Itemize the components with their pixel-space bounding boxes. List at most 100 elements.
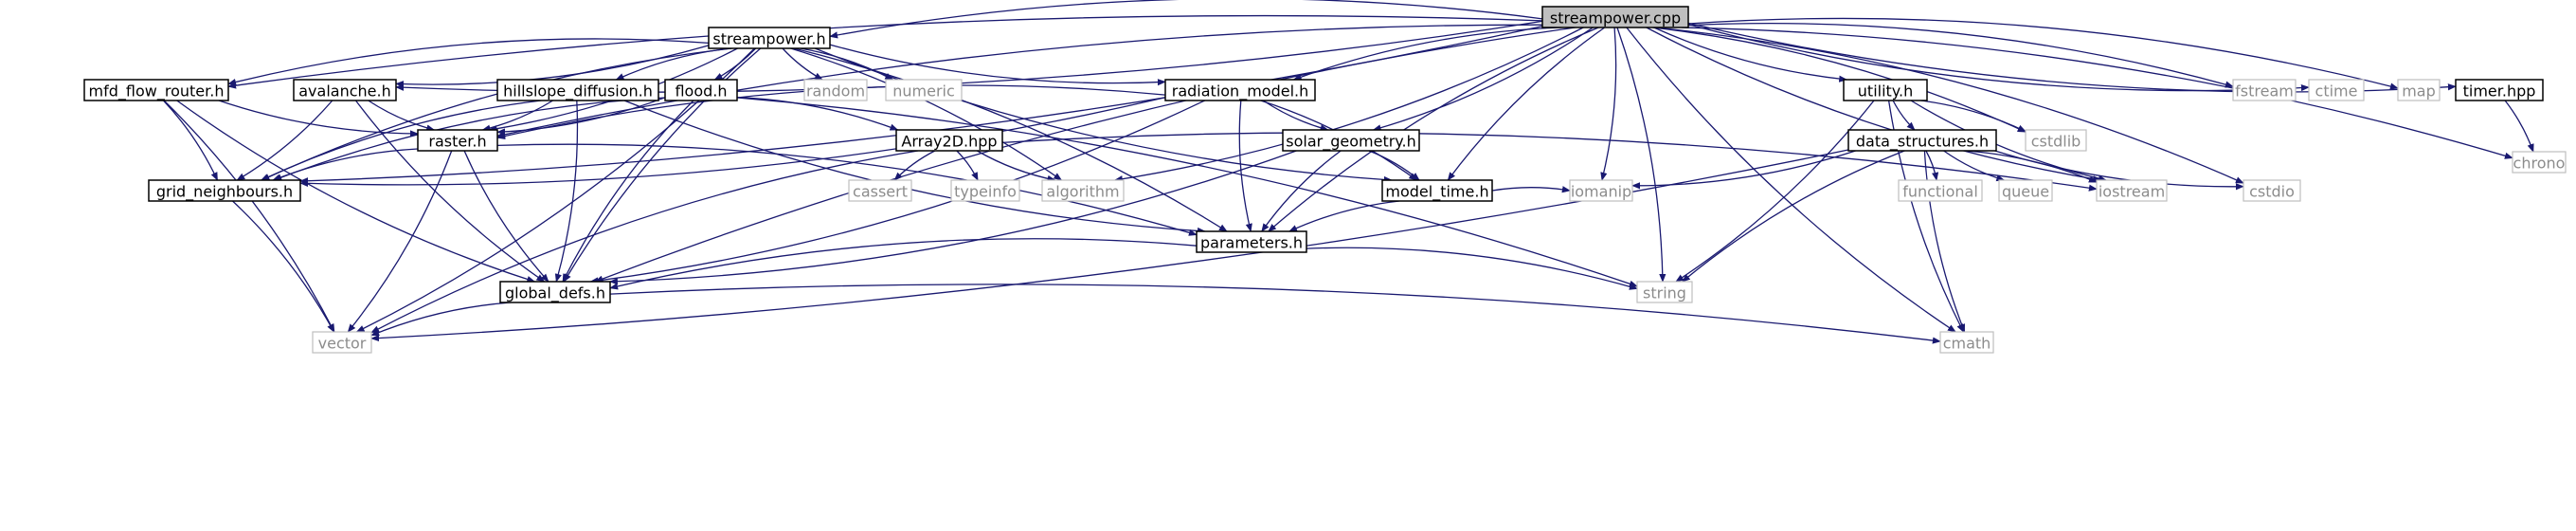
edge-utility_h-to-cstdlib — [1920, 100, 2027, 133]
edge-avalanche_h-to-raster_h — [368, 100, 436, 132]
edge-flood_h-to-raster_h — [496, 97, 666, 136]
node-iostream: iostream — [2096, 179, 2168, 202]
node-label: queue — [2002, 183, 2049, 201]
node-label: raster.h — [428, 133, 486, 151]
node-box — [1898, 179, 1983, 202]
edge-mfd_flow_router_h-to-global_defs_h — [176, 100, 536, 283]
node-label: string — [1643, 284, 1686, 302]
edge-avalanche_h-to-global_defs_h — [354, 100, 546, 283]
node-streampower-h[interactable]: streampower.h — [708, 27, 831, 49]
node-label: streampower.h — [712, 30, 825, 48]
node-label: ctime — [2315, 82, 2358, 101]
edge-streampower_cpp-to-cstdio — [1654, 27, 2244, 184]
node-functional: functional — [1898, 179, 1983, 202]
node-fstream: fstream — [2232, 79, 2297, 101]
node-box — [2025, 129, 2087, 152]
node-global-defs-h[interactable]: global_defs.h — [499, 281, 611, 303]
edge-parameters_h-to-global_defs_h — [609, 238, 1198, 290]
edge-solar_geometry_h-to-model_time_h — [1368, 150, 1420, 181]
edge-flood_h-to-array2d_hpp — [736, 97, 899, 131]
edge-radiation_model_h-to-global_defs_h — [589, 100, 1205, 284]
node-label: mfd_flow_router.h — [89, 82, 225, 101]
node-solar-geometry-h[interactable]: solar_geometry.h — [1282, 129, 1420, 152]
node-radiation-model-h[interactable]: radiation_model.h — [1164, 79, 1316, 101]
node-flood-h[interactable]: flood.h — [664, 79, 738, 101]
node-box — [1164, 79, 1316, 101]
node-box — [1636, 281, 1693, 303]
edge-raster_h-to-vector — [347, 150, 453, 333]
edge-streampower_cpp-to-parameters_h — [1268, 27, 1599, 232]
node-box — [417, 129, 498, 152]
node-label: vector — [318, 335, 367, 353]
node-label: flood.h — [675, 82, 727, 101]
edge-streampower_h-to-avalanche_h — [395, 45, 710, 88]
node-box — [2308, 79, 2365, 101]
node-grid-neighbours-h[interactable]: grid_neighbours.h — [148, 179, 301, 202]
edge-streampower_h-to-global_defs_h — [563, 47, 762, 283]
node-box — [2512, 151, 2567, 174]
node-box — [496, 79, 659, 101]
edge-array2d_hpp-to-cassert — [893, 150, 936, 181]
edge-streampower_h-to-radiation_model_h — [829, 44, 1166, 86]
node-label: chrono — [2513, 155, 2566, 173]
node-typeinfo: typeinfo — [950, 179, 1020, 202]
node-cstdlib: cstdlib — [2025, 129, 2087, 152]
node-label: solar_geometry.h — [1286, 133, 1415, 152]
node-box — [848, 179, 912, 202]
edge-data_structures_h-to-cmath — [1923, 150, 1966, 333]
node-map: map — [2397, 79, 2441, 101]
node-label: iostream — [2099, 183, 2165, 201]
node-parameters-h[interactable]: parameters.h — [1196, 230, 1307, 253]
node-hillslope-diffusion-h[interactable]: hillslope_diffusion.h — [496, 79, 659, 101]
edge-hillslope_diffusion_h-to-raster_h — [481, 100, 553, 132]
edge-streampower_cpp-to-solar_geometry_h — [1372, 27, 1594, 132]
edge-streampower_cpp-to-raster_h — [496, 24, 1543, 138]
node-box — [2243, 179, 2301, 202]
edge-solar_geometry_h-to-parameters_h — [1261, 150, 1342, 232]
edge-hillslope_diffusion_h-to-parameters_h — [623, 100, 1206, 235]
node-box — [1843, 79, 1928, 101]
edge-streampower_cpp-to-model_time_h — [1447, 27, 1606, 181]
node-label: typeinfo — [954, 183, 1017, 201]
edge-radiation_model_h-to-grid_neighbours_h — [299, 97, 1166, 187]
node-avalanche-h[interactable]: avalanche.h — [293, 79, 397, 101]
node-cmath: cmath — [1939, 331, 1994, 354]
node-box — [148, 179, 301, 202]
node-vector: vector — [312, 331, 372, 354]
node-raster-h[interactable]: raster.h — [417, 129, 498, 152]
node-label: radiation_model.h — [1172, 82, 1308, 101]
node-mfd-flow-router-h[interactable]: mfd_flow_router.h — [83, 79, 229, 101]
node-box — [803, 79, 868, 101]
node-label: iomanip — [1571, 183, 1631, 201]
node-box — [895, 129, 1003, 152]
node-box — [1998, 179, 2053, 202]
edge-streampower_cpp-to-mfd_flow_router_h — [227, 14, 1543, 89]
node-label: map — [2402, 82, 2436, 101]
node-box — [1541, 6, 1689, 28]
node-model-time-h[interactable]: model_time.h — [1381, 179, 1493, 202]
node-utility-h[interactable]: utility.h — [1843, 79, 1928, 101]
node-data-structures-h[interactable]: data_structures.h — [1847, 129, 1997, 152]
node-label: numeric — [892, 82, 955, 101]
node-label: avalanche.h — [298, 82, 390, 101]
edge-array2d_hpp-to-algorithm — [976, 150, 1056, 182]
node-box — [664, 79, 738, 101]
edge-raster_h-to-global_defs_h — [463, 150, 549, 283]
node-box — [312, 331, 372, 354]
node-box — [1381, 179, 1493, 202]
node-cstdio: cstdio — [2243, 179, 2301, 202]
node-label: random — [806, 82, 865, 101]
edge-flood_h-to-grid_neighbours_h — [273, 97, 666, 181]
edge-hillslope_diffusion_h-to-global_defs_h — [554, 100, 579, 283]
edge-streampower_cpp-to-streampower_h — [829, 0, 1543, 39]
node-streampower-cpp[interactable]: streampower.cpp — [1541, 6, 1689, 28]
node-timer-hpp[interactable]: timer.hpp — [2455, 79, 2544, 101]
node-label: Array2D.hpp — [901, 133, 997, 151]
node-label: grid_neighbours.h — [156, 183, 293, 202]
edge-hillslope_diffusion_h-to-grid_neighbours_h — [260, 100, 542, 181]
edge-utility_h-to-data_structures_h — [1892, 100, 1916, 131]
edge-streampower_cpp-to-iostream — [1646, 27, 2102, 183]
node-array2d-hpp[interactable]: Array2D.hpp — [895, 129, 1003, 152]
node-box — [1196, 230, 1307, 253]
node-label: cmath — [1943, 335, 1991, 353]
